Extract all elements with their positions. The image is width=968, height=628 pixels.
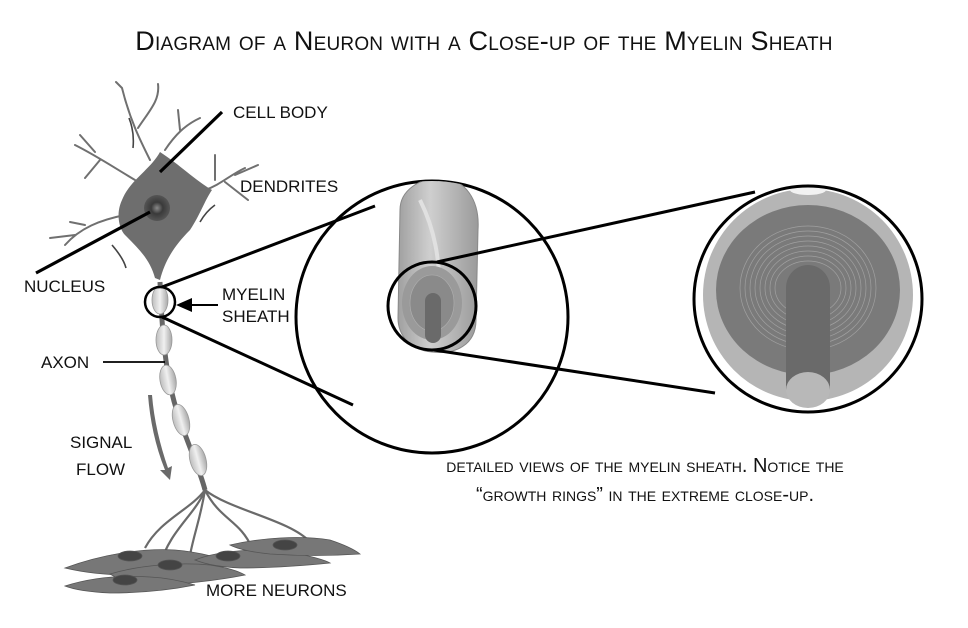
label-myelin-sheath-line2: SHEATH bbox=[222, 307, 290, 326]
dendrites bbox=[49, 81, 259, 246]
leader-lines bbox=[35, 110, 224, 275]
label-nucleus: NUCLEUS bbox=[24, 277, 106, 296]
label-signal-flow-line2: FLOW bbox=[76, 460, 126, 479]
axon-core-large bbox=[786, 265, 830, 390]
zoom-circle-large bbox=[692, 184, 924, 414]
caption: detailed views of the myelin sheath. Not… bbox=[340, 452, 950, 510]
diagram-title: Diagram of a Neuron with a Close-up of t… bbox=[135, 26, 833, 56]
flow-arrows bbox=[111, 117, 216, 269]
label-cell-body: CELL BODY bbox=[233, 103, 328, 122]
projection-lines-1 bbox=[161, 204, 376, 407]
label-myelin-sheath-line1: MYELIN bbox=[222, 285, 286, 304]
axon-core-medium bbox=[425, 293, 441, 343]
nucleus bbox=[144, 195, 170, 221]
myelin-pointer-arrow bbox=[176, 298, 192, 312]
more-neurons bbox=[63, 537, 362, 594]
label-signal-flow-line1: SIGNAL bbox=[70, 433, 133, 452]
extreme-closeup bbox=[694, 186, 922, 412]
zoom-circle-small bbox=[143, 285, 177, 319]
projection-lines-2 bbox=[433, 190, 756, 395]
label-axon: AXON bbox=[41, 353, 90, 372]
zoom-circle-inner bbox=[386, 260, 478, 352]
myelin-segments bbox=[151, 285, 208, 476]
label-more-neurons: MORE NEURONS bbox=[206, 581, 347, 600]
signal-flow-arrow bbox=[148, 395, 172, 480]
label-dendrites: DENDRITES bbox=[240, 177, 339, 196]
caption-line1: detailed views of the myelin sheath. Not… bbox=[446, 455, 844, 477]
caption-line2: “growth rings” in the extreme close-up. bbox=[475, 484, 814, 506]
